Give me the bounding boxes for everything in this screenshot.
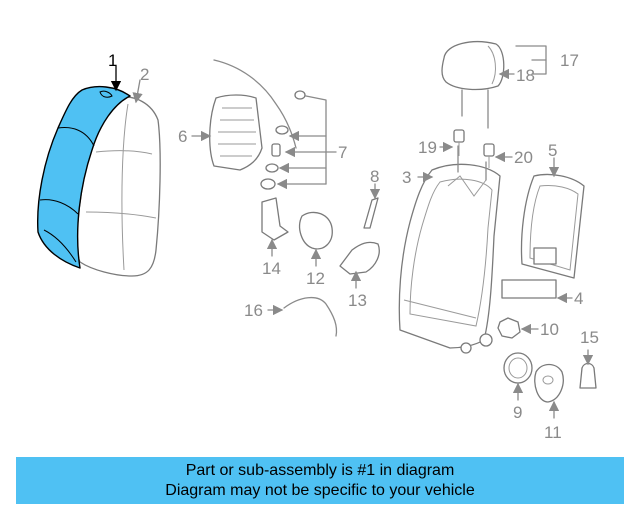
heater-mat-part-6 <box>191 59 297 171</box>
headrest-part-17 <box>441 41 547 129</box>
cable-part-16 <box>267 297 338 337</box>
knob-part-10 <box>497 317 539 339</box>
caption-banner: Part or sub-assembly is #1 in diagram Di… <box>16 457 624 504</box>
callout-16: 16 <box>244 301 263 320</box>
parts-diagram: 1 2 3 4 5 6 7 8 9 10 11 12 13 14 15 16 1… <box>36 41 599 442</box>
callout-19: 19 <box>418 138 437 157</box>
headrest-guides-part-19-20 <box>439 129 513 168</box>
callout-2: 2 <box>140 65 149 84</box>
callout-5: 5 <box>548 141 557 160</box>
cover-plate-part-12 <box>298 211 333 267</box>
callout-10: 10 <box>540 320 559 339</box>
caption-line-disclaimer: Diagram may not be specific to your vehi… <box>165 481 475 499</box>
pin-part-8 <box>363 183 381 229</box>
clip-part-15 <box>579 349 597 389</box>
callout-11: 11 <box>544 423 562 442</box>
callout-20: 20 <box>514 148 533 167</box>
lever-part-13 <box>339 241 380 289</box>
seat-back-frame-part-3 <box>398 145 501 354</box>
callout-12: 12 <box>306 269 325 288</box>
callout-1: 1 <box>108 51 117 70</box>
callout-3: 3 <box>402 168 411 187</box>
back-panel-part-5 <box>520 157 585 279</box>
label-part-4 <box>501 279 573 304</box>
bracket-part-14 <box>261 197 289 257</box>
cap-part-11 <box>534 363 564 419</box>
callout-6: 6 <box>178 127 187 146</box>
seat-back-cover-part-1 <box>36 66 131 269</box>
callout-13: 13 <box>348 291 367 310</box>
callout-18: 18 <box>516 66 535 85</box>
callout-15: 15 <box>580 328 599 347</box>
fasteners-part-7 <box>260 90 337 190</box>
callout-7: 7 <box>338 143 347 162</box>
callout-4: 4 <box>574 289 583 308</box>
callout-8: 8 <box>370 167 379 186</box>
gear-knob-part-9 <box>503 352 533 401</box>
callout-14: 14 <box>262 259 281 278</box>
caption-line-part-number: Part or sub-assembly is #1 in diagram <box>185 461 455 479</box>
callout-9: 9 <box>513 403 522 422</box>
callout-17: 17 <box>560 51 579 70</box>
